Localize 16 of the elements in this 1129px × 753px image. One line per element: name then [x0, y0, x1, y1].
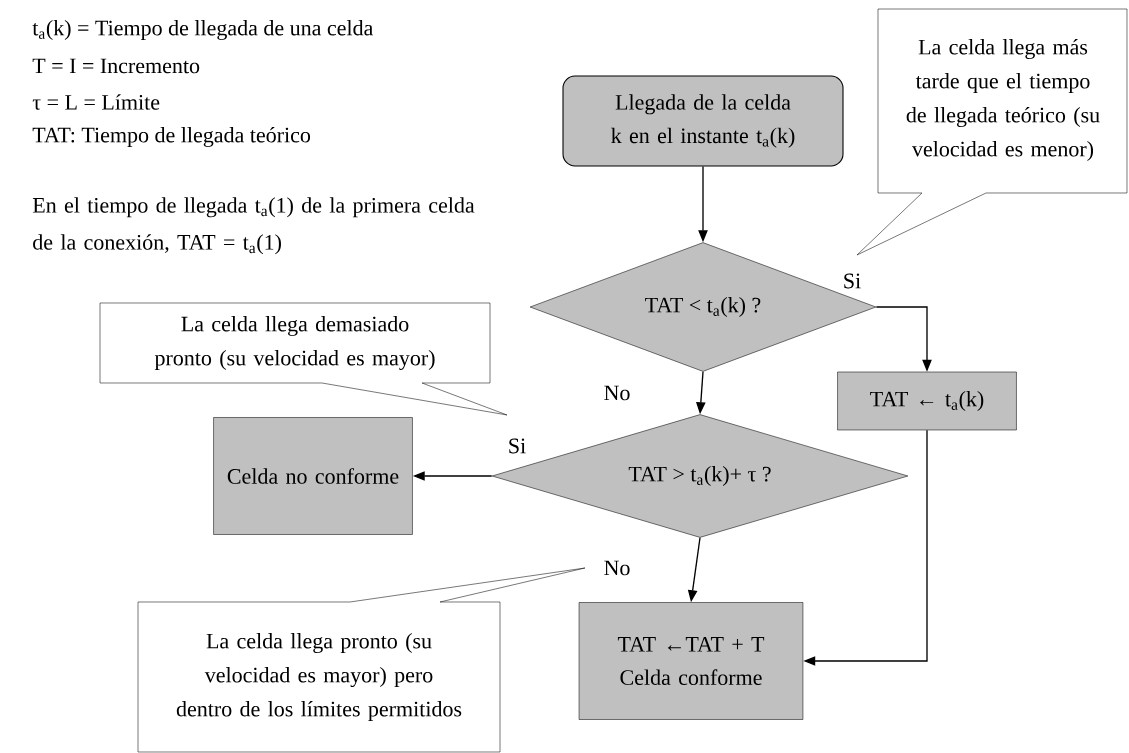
callout: La celda llega demasiado pronto (su velocidad es mayor) — [99, 302, 508, 416]
note-text: En el tiempo de llegada t$_{a}$(1) de la primera celda de la conexión, TAT = t$_{a}$(1) — [32, 197, 475, 255]
definition-text: t$_{a}$(k) = Tiempo de llegada de una celda — [32, 20, 374, 40]
callout: La celda llega más tarde que el tiempo de llegada teórico (su velocidad es menor) — [856, 8, 1128, 256]
process-box: Celda no conforme — [213, 417, 413, 535]
process-box: TAT ← t$_{a}$(k) — [837, 371, 1017, 431]
start-box: Llegada de la celda k en el instante t$_{a}$(k) — [562, 75, 844, 167]
definition-text: TAT: Tiempo de llegada teórico — [32, 127, 311, 147]
definition-text: τ = L = Límite — [32, 94, 160, 110]
callout: La celda llega pronto (su velocidad es mayor) pero dentro de los límites permitidos — [137, 567, 586, 753]
edge-label: Si — [506, 437, 528, 455]
definition-text: T = I = Incremento — [32, 58, 200, 74]
process-box: TAT ←TAT + T Celda conforme — [578, 602, 804, 720]
edge-label: No — [602, 384, 632, 402]
edge-label: No — [602, 559, 632, 577]
edge-label: Si — [841, 272, 863, 290]
